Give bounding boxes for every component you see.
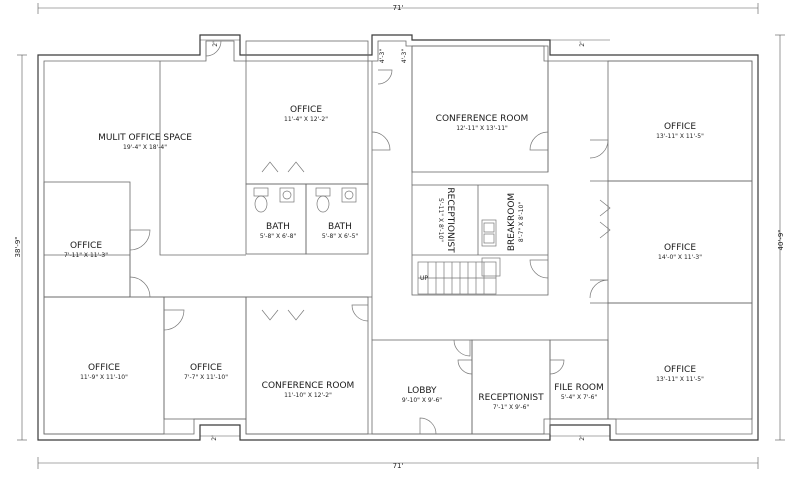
room-name: MULIT OFFICE SPACE — [98, 133, 192, 143]
room-size: 5'-4" X 7'-6" — [561, 394, 598, 401]
room-size: 9'-10" X 9'-6" — [402, 397, 442, 404]
door-swings — [129, 40, 611, 435]
room-name: RECEPTIONIST — [478, 393, 544, 403]
room-bath-1: BATH 5'-8" X 6'-8" — [260, 222, 297, 240]
room-office-bottom-second: OFFICE 7'-7" X 11'-10" — [184, 363, 228, 381]
room-office-top-right: OFFICE 13'-11" X 11'-5" — [656, 122, 704, 140]
stairs — [417, 261, 497, 295]
room-name: OFFICE — [664, 122, 696, 132]
room-size: 11'-10" X 12'-2" — [284, 392, 332, 399]
breakroom-fixtures — [481, 219, 501, 277]
room-receptionist-lower: RECEPTIONIST 7'-1" X 9'-6" — [478, 393, 544, 411]
dim-top-mid-b: 4'-3" — [401, 49, 408, 63]
room-lobby: LOBBY 9'-10" X 9'-6" — [402, 386, 442, 404]
stair-up-label: UP — [420, 275, 428, 282]
dim-top-left: 2' — [212, 41, 219, 47]
room-size: 5'-8" X 6'-8" — [260, 233, 297, 240]
exterior-wall — [37, 34, 759, 441]
right-height-label: 40'-9" — [777, 229, 785, 250]
room-name: BATH — [266, 222, 290, 232]
room-name: FILE ROOM — [554, 383, 604, 393]
room-bath-2: BATH 5'-8" X 6'-5" — [322, 222, 359, 240]
room-office-left: OFFICE 7'-11" X 11'-3" — [64, 241, 108, 259]
room-office-mid-right: OFFICE 14'-0" X 11'-3" — [658, 243, 702, 261]
room-name: BREAKROOM — [507, 193, 517, 251]
room-size: 14'-0" X 11'-3" — [658, 254, 702, 261]
room-conference-top: CONFERENCE ROOM 12'-11" X 13'-11" — [436, 114, 529, 132]
dimension-lines — [17, 3, 785, 469]
dim-bottom-right: 2' — [579, 435, 586, 441]
room-office-top-mid: OFFICE 11'-4" X 12'-2" — [284, 105, 328, 123]
room-size: 13'-11" X 11'-5" — [656, 376, 704, 383]
bath-fixtures — [253, 187, 357, 213]
room-size: 7'-1" X 9'-6" — [493, 404, 530, 411]
room-name: BATH — [328, 222, 352, 232]
room-name: CONFERENCE ROOM — [436, 114, 529, 124]
room-name: LOBBY — [407, 386, 437, 396]
room-office-bottom-left: OFFICE 11'-9" X 11'-10" — [80, 363, 128, 381]
room-conference-bottom: CONFERENCE ROOM 11'-10" X 12'-2" — [262, 381, 355, 399]
dim-bottom-left: 2' — [211, 435, 218, 441]
room-name: OFFICE — [190, 363, 222, 373]
room-size: 5'-8" X 6'-5" — [322, 233, 359, 240]
bottom-width-label: 71' — [393, 462, 404, 470]
room-breakroom: BREAKROOM 8'-7" X 8'-10" — [507, 193, 525, 251]
room-file-room: FILE ROOM 5'-4" X 7'-6" — [554, 383, 604, 401]
room-size: 11'-4" X 12'-2" — [284, 116, 328, 123]
room-size: 11'-9" X 11'-10" — [80, 374, 128, 381]
room-size: 7'-7" X 11'-10" — [184, 374, 228, 381]
room-size: 12'-11" X 13'-11" — [456, 125, 508, 132]
left-height-label: 38'-9" — [14, 236, 22, 257]
room-size: 19'-4" X 18'-4" — [123, 144, 167, 151]
room-office-bottom-right: OFFICE 13'-11" X 11'-5" — [656, 365, 704, 383]
room-receptionist-upper: RECEPTIONIST 5'-11" X 8'-10" — [437, 187, 455, 253]
room-size: 7'-11" X 11'-3" — [64, 252, 108, 259]
room-size: 5'-11" X 8'-10" — [437, 198, 444, 242]
interior-walls — [43, 40, 753, 435]
room-multi-office-space: MULIT OFFICE SPACE 19'-4" X 18'-4" — [98, 133, 192, 151]
room-name: OFFICE — [664, 365, 696, 375]
room-name: OFFICE — [664, 243, 696, 253]
top-width-label: 71' — [393, 4, 404, 12]
dim-top-right: 2' — [579, 41, 586, 47]
room-name: CONFERENCE ROOM — [262, 381, 355, 391]
room-name: RECEPTIONIST — [445, 187, 455, 253]
room-size: 13'-11" X 11'-5" — [656, 133, 704, 140]
room-size: 8'-7" X 8'-10" — [518, 202, 525, 242]
room-name: OFFICE — [70, 241, 102, 251]
room-name: OFFICE — [88, 363, 120, 373]
dim-top-mid-a: 4'-3" — [379, 49, 386, 63]
room-name: OFFICE — [290, 105, 322, 115]
